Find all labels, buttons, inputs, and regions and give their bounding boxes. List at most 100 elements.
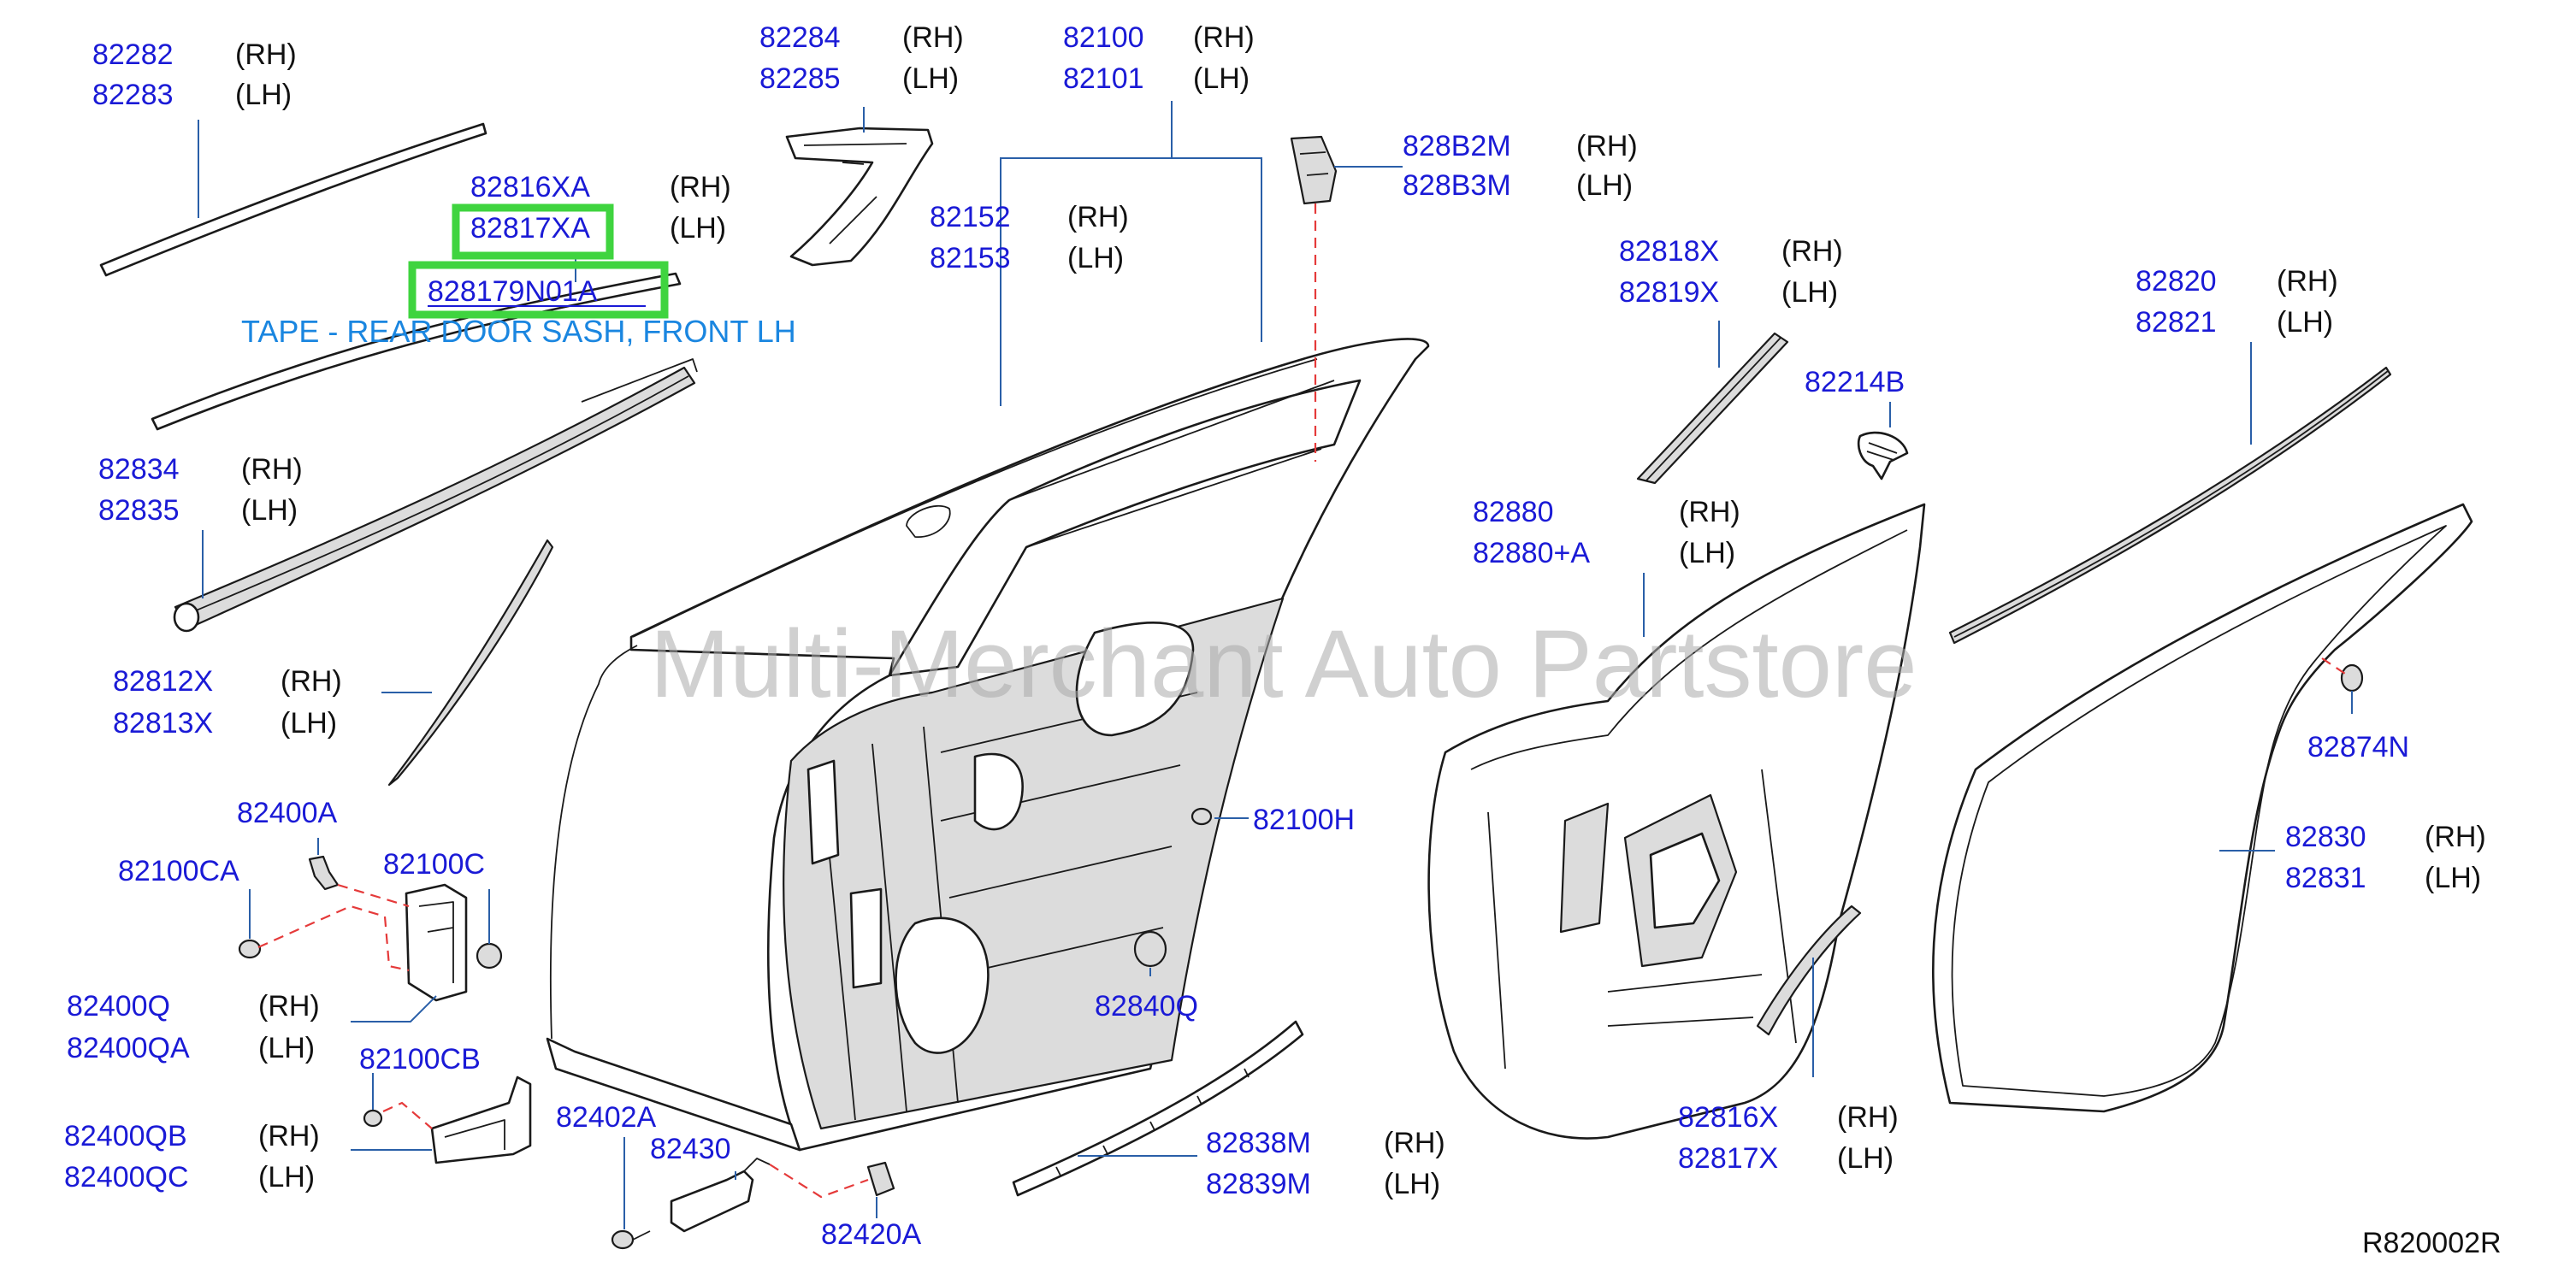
part-number[interactable]: 82830	[2285, 821, 2366, 853]
part-label-82400qc[interactable]: 82400QC(LH)	[64, 1161, 315, 1193]
highlight-part-number[interactable]: 828179N01A	[428, 275, 598, 308]
part-number[interactable]: 82100	[1063, 21, 1144, 54]
part-label-82820[interactable]: 82820(RH)	[2136, 265, 2338, 298]
part-label-82818x[interactable]: 82818X(RH)	[1619, 235, 1843, 268]
part-label-82153[interactable]: 82153(LH)	[930, 242, 1124, 274]
part-number[interactable]: 82100H	[1253, 804, 1355, 836]
part-label-82214b[interactable]: 82214B	[1805, 366, 1905, 398]
part-number[interactable]: 82816X	[1678, 1101, 1778, 1134]
part-number[interactable]: 82839M	[1206, 1168, 1311, 1200]
part-number[interactable]: 82817X	[1678, 1142, 1778, 1175]
part-label-82874n[interactable]: 82874N	[2307, 731, 2409, 763]
part-number[interactable]: 82820	[2136, 265, 2217, 298]
part-label-82282[interactable]: 82282(RH)	[92, 38, 297, 71]
side-indicator: (RH)	[1679, 496, 1740, 528]
part-label-82283[interactable]: 82283(LH)	[92, 79, 292, 111]
part-number[interactable]: 82816XA	[470, 171, 590, 203]
part-label-828b3m[interactable]: 828B3M(LH)	[1403, 169, 1633, 202]
part-number[interactable]: 82400QC	[64, 1161, 189, 1193]
part-label-82812x[interactable]: 82812X (RH)	[113, 665, 342, 698]
sash-trim-vertical	[1636, 332, 1789, 485]
side-indicator: (LH)	[670, 212, 726, 245]
part-number[interactable]: 82430	[650, 1133, 731, 1165]
part-number[interactable]: 82813X	[113, 707, 213, 740]
part-label-82284[interactable]: 82284(RH)	[759, 21, 964, 54]
part-number[interactable]: 828B3M	[1403, 169, 1511, 202]
part-label-82420a[interactable]: 82420A	[821, 1218, 922, 1251]
part-label-82285[interactable]: 82285 (LH)	[759, 62, 959, 95]
part-label-82100h[interactable]: 82100H	[1253, 804, 1355, 836]
part-label-82101[interactable]: 82101(LH)	[1063, 62, 1250, 95]
part-label-82813x[interactable]: 82813X(LH)	[113, 707, 337, 740]
side-indicator: (LH)	[1384, 1168, 1440, 1200]
part-number[interactable]: 82818X	[1619, 235, 1719, 268]
part-label-82100cb[interactable]: 82100CB	[359, 1043, 481, 1076]
part-label-82152[interactable]: 82152(RH)	[930, 201, 1129, 233]
part-number[interactable]: 828B2M	[1403, 130, 1511, 162]
part-number[interactable]: 82400QA	[67, 1032, 190, 1064]
part-number[interactable]: 82880+A	[1473, 537, 1590, 569]
part-label-82840q[interactable]: 82840Q	[1095, 990, 1198, 1023]
part-number[interactable]: 82402A	[556, 1101, 657, 1134]
part-label-82817xa[interactable]: 82817XA (LH)	[470, 212, 726, 245]
part-label-82400qb[interactable]: 82400QB(RH)	[64, 1120, 320, 1152]
part-number[interactable]: 82812X	[113, 665, 213, 698]
part-label-82831[interactable]: 82831(LH)	[2285, 862, 2481, 894]
part-number[interactable]: 82420A	[821, 1218, 922, 1251]
grommet-82100h	[1191, 807, 1213, 826]
part-number[interactable]: 82152	[930, 201, 1011, 233]
part-label-82880[interactable]: 82880 (RH)	[1473, 496, 1740, 528]
part-number[interactable]: 82282	[92, 38, 174, 71]
part-label-82834[interactable]: 82834(RH)	[98, 453, 303, 486]
part-number[interactable]: 82400Q	[67, 990, 170, 1023]
part-label-82430[interactable]: 82430	[650, 1133, 731, 1165]
part-label-82400a[interactable]: 82400A	[237, 797, 338, 829]
nut-82100ca	[238, 939, 262, 959]
part-label-82100ca[interactable]: 82100CA	[118, 855, 239, 887]
part-label-828b2m[interactable]: 828B2M(RH)	[1403, 130, 1638, 162]
part-label-82402a[interactable]: 82402A	[556, 1101, 657, 1134]
part-label-82816xa[interactable]: 82816XA(RH)	[470, 171, 731, 203]
part-label-82819x[interactable]: 82819X(LH)	[1619, 276, 1838, 309]
part-number[interactable]: 82840Q	[1095, 990, 1198, 1023]
side-indicator: (LH)	[1679, 537, 1735, 569]
part-label-82817x[interactable]: 82817X(LH)	[1678, 1142, 1894, 1175]
part-number[interactable]: 82283	[92, 79, 174, 111]
part-label-82400qa[interactable]: 82400QA(LH)	[67, 1032, 315, 1064]
part-number[interactable]: 82100C	[383, 848, 485, 881]
part-number[interactable]: 82285	[759, 62, 841, 95]
side-indicator: (LH)	[902, 62, 959, 95]
part-label-82100c[interactable]: 82100C	[383, 848, 485, 881]
part-label-82839m[interactable]: 82839M (LH)	[1206, 1168, 1440, 1200]
part-label-82821[interactable]: 82821(LH)	[2136, 306, 2333, 339]
part-number[interactable]: 82100CB	[359, 1043, 481, 1076]
part-number[interactable]: 82834	[98, 453, 180, 486]
part-number[interactable]: 82100CA	[118, 855, 239, 887]
part-number[interactable]: 82838M	[1206, 1127, 1311, 1159]
part-label-82100[interactable]: 82100(RH)	[1063, 21, 1255, 54]
part-number[interactable]: 82819X	[1619, 276, 1719, 309]
part-number[interactable]: 82400A	[237, 797, 338, 829]
part-label-82838m[interactable]: 82838M(RH)	[1206, 1127, 1445, 1159]
part-number[interactable]: 82101	[1063, 62, 1144, 95]
part-number[interactable]: 82400QB	[64, 1120, 187, 1152]
part-number[interactable]: 82874N	[2307, 731, 2409, 763]
part-number[interactable]: 82831	[2285, 862, 2366, 894]
part-label-82400q[interactable]: 82400Q(RH)	[67, 990, 320, 1023]
part-number[interactable]: 82880	[1473, 496, 1554, 528]
weatherstrip-plug	[2340, 663, 2364, 692]
lower-moulding	[1012, 1020, 1304, 1197]
part-number[interactable]: 82821	[2136, 306, 2217, 339]
part-number[interactable]: 82153	[930, 242, 1011, 274]
part-label-82816x[interactable]: 82816X(RH)	[1678, 1101, 1899, 1134]
part-number[interactable]: 82817XA	[470, 212, 590, 245]
nut-82100c	[476, 942, 503, 969]
part-label-82830[interactable]: 82830(RH)	[2285, 821, 2486, 853]
part-label-82880-a[interactable]: 82880+A (LH)	[1473, 537, 1735, 569]
part-label-82835[interactable]: 82835(LH)	[98, 494, 298, 527]
part-number[interactable]: 82284	[759, 21, 841, 54]
part-number[interactable]: 82214B	[1805, 366, 1905, 398]
side-indicator: (RH)	[281, 665, 342, 698]
highlighted-part-callout[interactable]: 828179N01A TAPE - REAR DOOR SASH, FRONT …	[241, 203, 796, 349]
part-number[interactable]: 82835	[98, 494, 180, 527]
